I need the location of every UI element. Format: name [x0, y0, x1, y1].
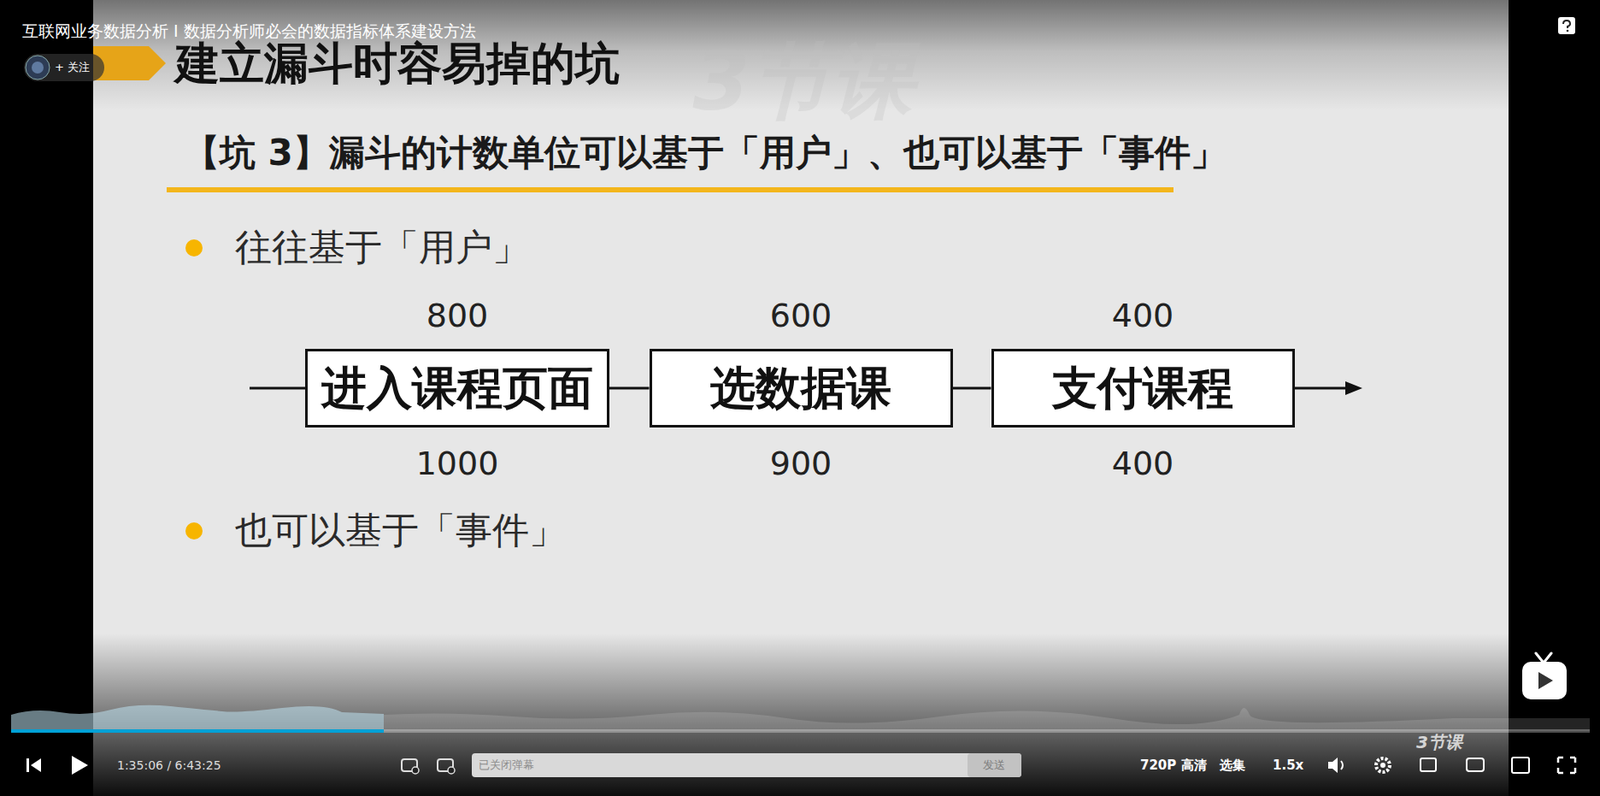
danmaku-icon [411, 766, 419, 774]
logo-watermark: 3节课 [1416, 731, 1463, 753]
play-time: 1:35:06 / 6:43:25 [117, 758, 222, 773]
danmaku-input [471, 752, 1022, 777]
tv-play [1538, 671, 1553, 689]
funnel-connector [952, 387, 992, 390]
bullet-dot [185, 239, 203, 257]
speed-button: 1.5x [1272, 757, 1304, 773]
follow-pill [23, 53, 105, 82]
funnel-connector [609, 387, 650, 390]
count-number: 400 [1111, 296, 1175, 336]
webfull-icon [1511, 757, 1530, 773]
progress-played [11, 729, 384, 733]
send-button-text: 发送 [982, 758, 1006, 772]
exit-arrowhead [1345, 381, 1363, 395]
send-button [967, 752, 1022, 777]
tv-icon [1522, 661, 1567, 700]
bullet-text: 往往基于「用户」 [235, 225, 530, 271]
prev-icon [26, 758, 30, 772]
heading-arrow [93, 46, 166, 81]
play-icon [71, 755, 89, 775]
bullet-dot [185, 522, 203, 540]
exit-line [1293, 387, 1349, 390]
process-box: 支付课程 [991, 348, 1295, 428]
sub-heading: 【坑 3】漏斗的计数单位可以基于「用户」、也可以基于「事件」 [183, 131, 1227, 175]
settings-icon [1380, 762, 1386, 768]
quality-button: 720P 高清 [1140, 757, 1207, 773]
help-icon-mark [1563, 20, 1571, 29]
widescreen-icon [1466, 758, 1484, 771]
help-icon [1558, 17, 1576, 35]
watermark: 3节课 [693, 32, 915, 131]
danmaku-placeholder: 已关闭弹幕 [478, 758, 535, 772]
box-label: 进入课程页面 [309, 362, 606, 415]
underline [166, 187, 1174, 193]
pip-icon [1420, 758, 1436, 771]
process-box: 选数据课 [649, 348, 953, 428]
bullet-text: 也可以基于「事件」 [235, 508, 566, 553]
tv-antenna [1544, 652, 1552, 662]
help-icon-dot [1566, 29, 1570, 33]
volume-icon [1341, 760, 1343, 770]
count-number: 600 [770, 296, 833, 336]
avatar-detail [31, 61, 44, 74]
slide-heading: 建立漏斗时容易掉的坑 [175, 36, 620, 90]
lead-in-line [249, 387, 308, 390]
fullscreen-icon [1558, 757, 1576, 773]
avatar [25, 55, 50, 80]
follow-button: + 关注 [54, 60, 90, 75]
count-number: 800 [426, 296, 489, 336]
waveform-rest [383, 707, 1590, 731]
box-label: 选数据课 [698, 362, 904, 415]
count-number: 900 [770, 444, 833, 484]
danmaku-settings-icon [447, 766, 455, 774]
process-box: 进入课程页面 [305, 348, 610, 428]
volume-icon [1328, 757, 1338, 773]
count-number: 400 [1111, 444, 1175, 484]
count-number: 1000 [416, 444, 500, 484]
box-label: 支付课程 [1040, 362, 1246, 415]
settings-icon [1376, 758, 1390, 772]
prev-icon [30, 758, 42, 772]
progress-track [11, 729, 1590, 733]
episode-button: 选集 [1219, 757, 1246, 773]
waveform-played [11, 705, 384, 731]
tv-antenna [1535, 652, 1543, 662]
